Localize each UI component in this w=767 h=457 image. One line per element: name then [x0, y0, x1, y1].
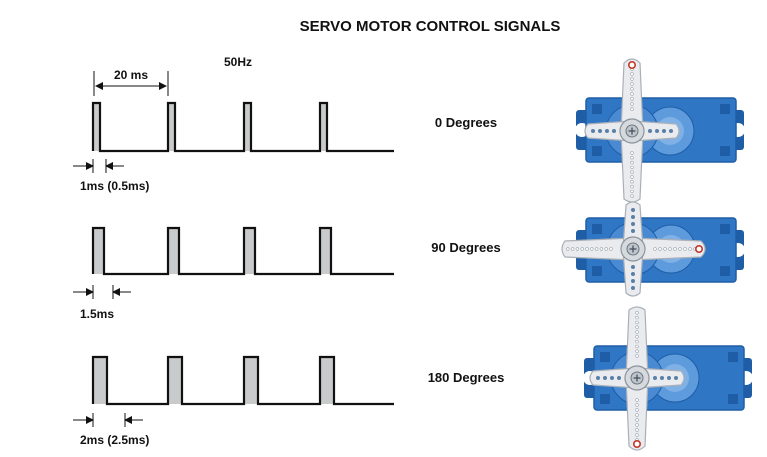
pulse-width-label: 2ms (2.5ms) — [80, 433, 149, 447]
screw-icon — [625, 124, 639, 138]
servo-illustrations — [561, 58, 753, 451]
pulse-width-dimension — [73, 285, 131, 299]
servo-motor-icon — [561, 201, 745, 297]
row-labels: 1ms (0.5ms) 0 Degrees 1.5ms 90 Degrees 2ms (… — [80, 115, 504, 447]
pulse-width-label: 1ms (0.5ms) — [80, 179, 149, 193]
pulse-outline — [91, 355, 394, 406]
pulse-fill — [244, 357, 258, 404]
pulse-fill — [168, 103, 175, 151]
screw-icon — [630, 371, 644, 385]
pulse-fill — [320, 357, 334, 404]
pulse-fill — [244, 228, 255, 274]
pwm-waveform-2 — [73, 226, 394, 299]
angle-label: 0 Degrees — [435, 115, 497, 130]
pulse-outline — [91, 226, 394, 276]
servo-motor-icon — [575, 58, 745, 203]
pulse-fill — [93, 228, 104, 274]
pulse-fill — [93, 357, 107, 404]
pulse-fill — [93, 103, 100, 151]
pulse-width-dimension — [73, 159, 124, 173]
servo-horn-icon — [589, 306, 685, 451]
pulse-fill — [244, 103, 251, 151]
period-dimension: 20 ms — [93, 68, 169, 96]
angle-label: 180 Degrees — [428, 370, 505, 385]
screw-icon — [626, 242, 640, 256]
pulse-outline — [91, 101, 394, 153]
diagram-title: SERVO MOTOR CONTROL SIGNALS — [300, 18, 561, 35]
frequency-label: 50Hz — [224, 55, 252, 69]
pulse-width-dimension — [73, 413, 143, 427]
pulse-fill — [168, 228, 179, 274]
pulse-fill — [320, 103, 327, 151]
pulse-fill — [168, 357, 182, 404]
servo-motor-icon — [583, 306, 753, 451]
servo-horn-icon — [561, 201, 706, 297]
period-label: 20 ms — [114, 68, 148, 82]
pwm-waveform-1 — [73, 101, 394, 173]
pulse-width-label: 1.5ms — [80, 307, 114, 321]
angle-label: 90 Degrees — [431, 240, 500, 255]
servo-horn-icon — [584, 58, 680, 203]
waveforms — [73, 101, 394, 427]
pulse-fill — [320, 228, 331, 274]
pwm-waveform-3 — [73, 355, 394, 427]
